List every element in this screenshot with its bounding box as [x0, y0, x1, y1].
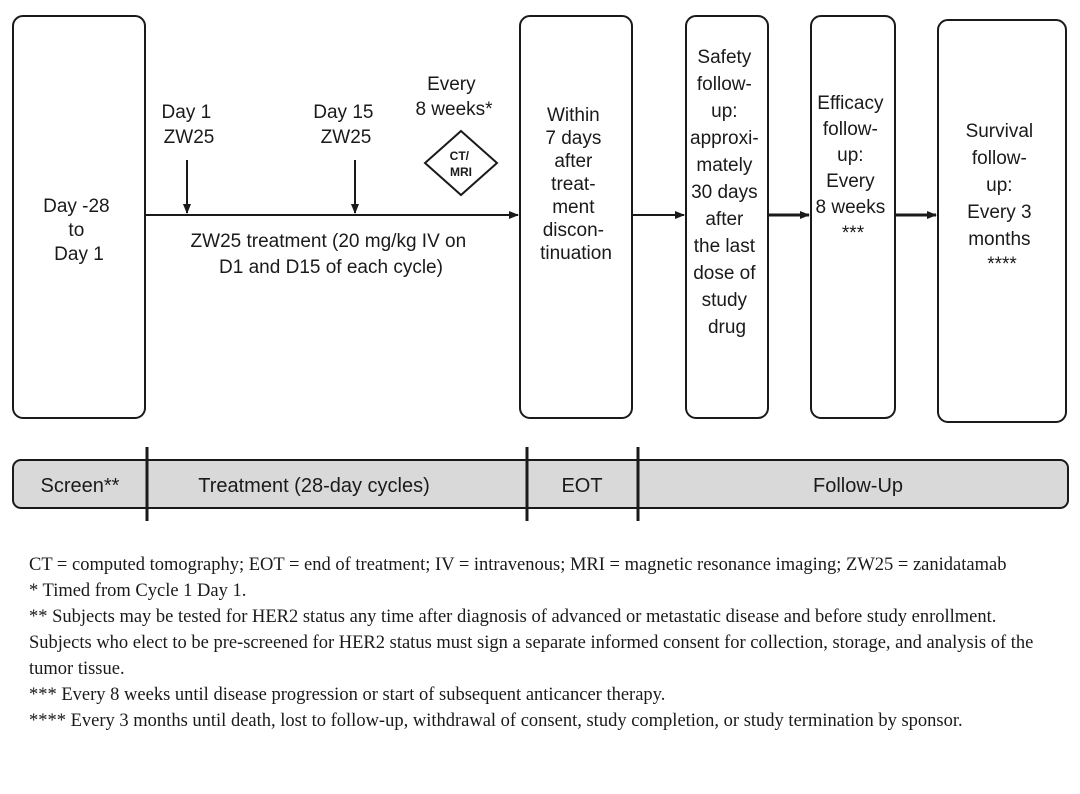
eot-line: after: [554, 151, 593, 172]
survival-line: up:: [986, 175, 1012, 196]
safety-line: the last: [694, 236, 756, 257]
footnotes: CT = computed tomography; EOT = end of t…: [29, 552, 1059, 734]
screen-box: [12, 15, 146, 419]
footnote-double-asterisk: ** Subjects may be tested for HER2 statu…: [29, 607, 1034, 679]
safety-line: follow-: [697, 74, 752, 95]
phase-eot-label: EOT: [561, 475, 602, 497]
phase-treatment-label: Treatment (28-day cycles): [198, 475, 430, 497]
day15-line: Day 15: [313, 102, 373, 123]
phase-bar: [12, 459, 1069, 509]
efficacy-line: follow-: [823, 119, 878, 140]
every-8-weeks-label: Every 8 weeks*: [415, 74, 493, 120]
safety-box-text: Safety follow- up: approxi- mately 30 da…: [690, 47, 764, 338]
treatment-description: ZW25 treatment (20 mg/kg IV on D1 and D1…: [191, 231, 472, 278]
safety-line: study: [702, 290, 748, 311]
eot-line: 7 days: [545, 128, 601, 149]
footnote-quadruple-asterisk: **** Every 3 months until death, lost to…: [29, 711, 963, 731]
efficacy-line: 8 weeks: [816, 197, 886, 218]
phase-screen-label: Screen**: [41, 475, 120, 497]
day15-label: Day 15 ZW25: [313, 102, 378, 148]
day1-label: Day 1 ZW25: [162, 102, 217, 148]
safety-line: after: [705, 209, 744, 230]
screen-line: Day 1: [54, 244, 104, 265]
efficacy-line: Efficacy: [817, 93, 884, 114]
survival-line: Every 3: [967, 202, 1031, 223]
ct-mri-diamond: [423, 129, 499, 197]
screen-box-text: Day -28 to Day 1: [43, 196, 115, 265]
survival-line: Survival: [966, 121, 1034, 142]
treatment-desc-line: ZW25 treatment (20 mg/kg IV on: [191, 231, 467, 252]
ct-mri-line: CT/: [450, 149, 470, 163]
day1-line: ZW25: [164, 127, 215, 148]
efficacy-line: Every: [826, 171, 875, 192]
safety-line: dose of: [693, 263, 756, 284]
safety-line: drug: [708, 317, 746, 338]
eot-line: ment: [552, 197, 595, 218]
safety-line: 30 days: [691, 182, 758, 203]
survival-line: months: [968, 229, 1030, 250]
eot-box-text: Within 7 days after treat- ment discon- …: [540, 105, 612, 264]
day1-line: Day 1: [162, 102, 212, 123]
treatment-desc-line: D1 and D15 of each cycle): [219, 257, 443, 278]
eot-line: Within: [547, 105, 600, 126]
safety-box: [685, 15, 769, 419]
eot-box: [519, 15, 633, 419]
efficacy-box-text: Efficacy follow- up: Every 8 weeks ***: [816, 93, 891, 244]
eot-line: discon-: [543, 220, 604, 241]
footnote-abbreviations: CT = computed tomography; EOT = end of t…: [29, 555, 1007, 575]
safety-line: mately: [696, 155, 752, 176]
ct-mri-line: MRI: [450, 165, 472, 179]
efficacy-box: [810, 15, 896, 419]
day15-line: ZW25: [321, 127, 372, 148]
every8-line: Every: [427, 74, 476, 95]
study-design-diagram: Day -28 to Day 1 Day 1 ZW25 Day 15 ZW25 …: [12, 15, 1069, 521]
survival-box: [937, 19, 1067, 423]
safety-line: up:: [711, 101, 737, 122]
screen-line: to: [68, 220, 84, 241]
ct-mri-label: CT/ MRI: [450, 149, 473, 179]
eot-line: tinuation: [540, 243, 612, 264]
safety-line: approxi-: [690, 128, 759, 149]
eot-line: treat-: [551, 174, 595, 195]
survival-line: follow-: [972, 148, 1027, 169]
every8-line: 8 weeks*: [415, 99, 493, 120]
efficacy-line: ***: [842, 223, 865, 244]
safety-line: Safety: [697, 47, 751, 68]
survival-line: ****: [987, 254, 1017, 275]
survival-box-text: Survival follow- up: Every 3 months ****: [966, 121, 1039, 275]
footnote-single-asterisk: * Timed from Cycle 1 Day 1.: [29, 581, 247, 601]
screen-line: Day -28: [43, 196, 110, 217]
phase-followup-label: Follow-Up: [813, 475, 903, 497]
footnote-triple-asterisk: *** Every 8 weeks until disease progress…: [29, 685, 666, 705]
efficacy-line: up:: [837, 145, 863, 166]
